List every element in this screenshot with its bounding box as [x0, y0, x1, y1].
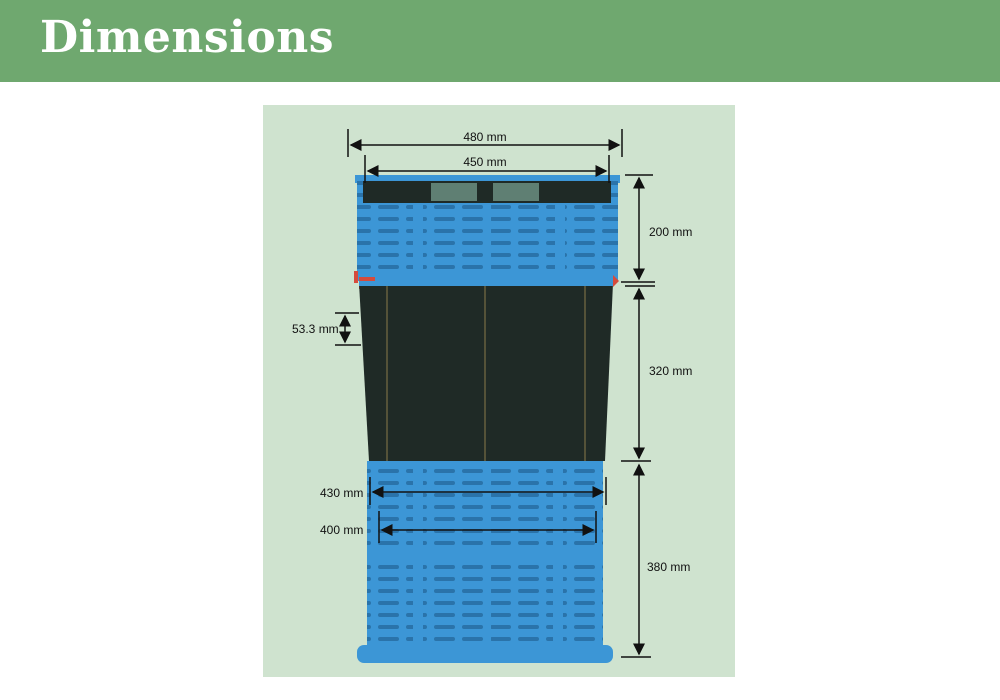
- dimension-380mm: 380 mm: [621, 463, 690, 658]
- dimension-480mm: 480 mm: [347, 129, 623, 157]
- label-400mm: 400 mm: [320, 523, 363, 537]
- dimension-53-3mm: 53.3 mm: [292, 312, 361, 346]
- label-450mm: 450 mm: [463, 155, 506, 169]
- title-banner: Dimensions: [0, 0, 1000, 82]
- label-430mm: 430 mm: [320, 486, 363, 500]
- dimension-320mm: 320 mm: [621, 287, 692, 462]
- label-200mm: 200 mm: [649, 225, 692, 239]
- dimension-430mm: 430 mm: [320, 477, 607, 505]
- page-title: Dimensions: [40, 12, 335, 63]
- label-320mm: 320 mm: [649, 364, 692, 378]
- label-480mm: 480 mm: [463, 130, 506, 144]
- top-section: [355, 175, 620, 281]
- dimension-diagram: 480 mm 450 mm 200 mm 320 mm 380 mm 53.3 …: [292, 129, 692, 663]
- dimension-400mm: 400 mm: [320, 511, 597, 543]
- label-53-3mm: 53.3 mm: [292, 322, 339, 336]
- label-380mm: 380 mm: [647, 560, 690, 574]
- middle-section: [359, 281, 613, 461]
- dimension-200mm: 200 mm: [621, 174, 692, 287]
- dimension-450mm: 450 mm: [364, 155, 610, 183]
